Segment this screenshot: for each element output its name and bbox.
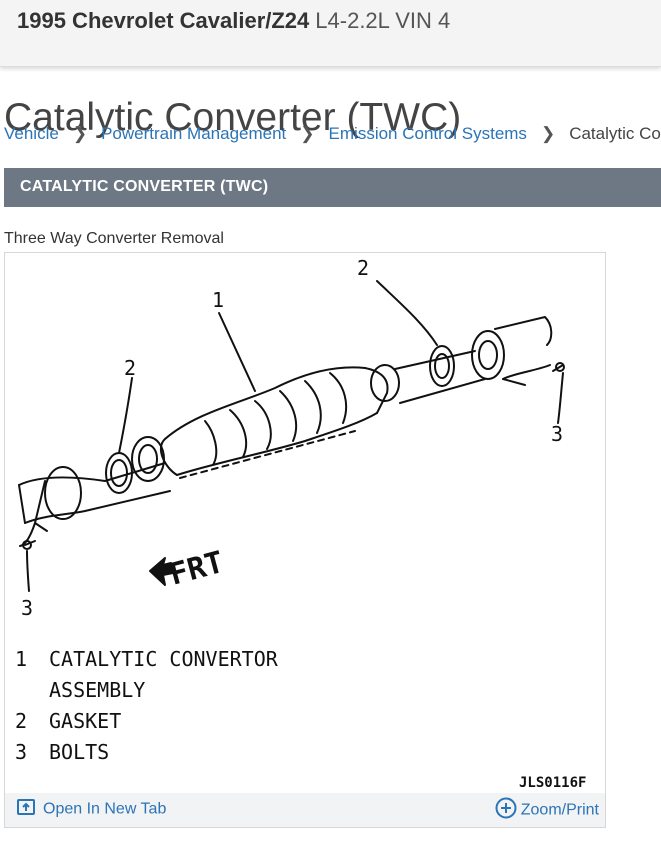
- legend-num-2: 2: [15, 709, 27, 733]
- figure-code: JLS0116F: [519, 775, 586, 791]
- legend-text-2: GASKET: [49, 709, 121, 733]
- legend-num-1: 1: [15, 647, 27, 671]
- chevron-right-icon: ❯: [72, 124, 88, 143]
- zoom-print-button[interactable]: Zoom/Print: [495, 797, 599, 824]
- engine-spec: L4-2.2L VIN 4: [315, 8, 451, 33]
- callout-1: 1: [212, 288, 224, 312]
- callout-3-left: 3: [21, 596, 33, 620]
- legend-text-1: CATALYTIC CONVERTOR: [49, 647, 279, 671]
- legend-text-1b: ASSEMBLY: [49, 678, 145, 702]
- callout-3-right: 3: [551, 422, 563, 446]
- legend-text-3: BOLTS: [49, 740, 109, 764]
- figure-caption: Three Way Converter Removal: [4, 230, 224, 247]
- breadcrumb-current: Catalytic Converter: [569, 124, 661, 143]
- plus-circle-icon: [495, 797, 517, 824]
- chevron-right-icon: ❯: [540, 124, 556, 143]
- figure-box: 1 2 2 3 3 FRT 1 CATALYTIC CONVERTOR ASSE…: [4, 252, 606, 828]
- breadcrumb: Vehicle ❯ Powertrain Management ❯ Emission C…: [4, 124, 661, 148]
- breadcrumb-vehicle[interactable]: Vehicle: [4, 124, 59, 143]
- figure-footer: Open In New Tab Zoom/Print: [5, 793, 605, 827]
- legend: 1 CATALYTIC CONVERTOR ASSEMBLY 2 GASKET …: [15, 647, 279, 764]
- chevron-right-icon: ❯: [300, 124, 315, 143]
- legend-num-3: 3: [15, 740, 27, 764]
- front-label: FRT: [166, 545, 227, 593]
- open-tab-icon: [17, 799, 35, 820]
- callout-2-left: 2: [124, 356, 136, 380]
- page-title: Catalytic Converter (TWC): [4, 96, 462, 140]
- breadcrumb-emission[interactable]: Emission Control Systems: [328, 124, 527, 143]
- vehicle-name: 1995 Chevrolet Cavalier/Z24: [17, 8, 310, 33]
- zoom-print-label: Zoom/Print: [520, 801, 599, 819]
- exhaust-diagram[interactable]: 1 2 2 3 3 FRT 1 CATALYTIC CONVERTOR ASSE…: [5, 253, 605, 793]
- open-in-new-tab-button[interactable]: Open In New Tab: [17, 799, 166, 820]
- callout-2-right: 2: [357, 256, 369, 280]
- section-header: CATALYTIC CONVERTER (TWC): [4, 168, 661, 207]
- open-in-new-tab-label: Open In New Tab: [43, 800, 167, 818]
- section-header-label: CATALYTIC CONVERTER (TWC): [20, 178, 269, 195]
- breadcrumb-powertrain[interactable]: Powertrain Management: [101, 124, 287, 143]
